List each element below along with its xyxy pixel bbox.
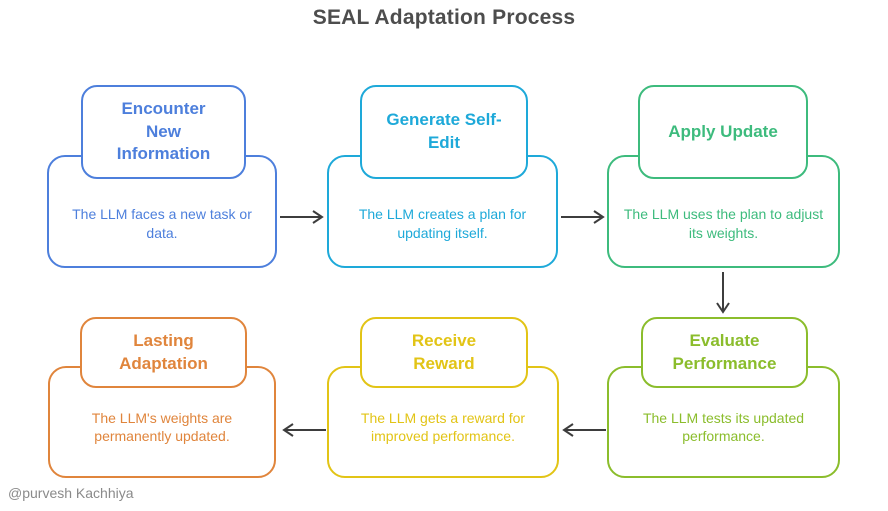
- arrow-right-icon: [280, 210, 324, 224]
- step-title-box: Receive Reward: [360, 317, 528, 388]
- arrow-left-icon: [562, 423, 606, 437]
- step-title-box: Generate Self-Edit: [360, 85, 528, 179]
- step-description: The LLM faces a new task or data.: [72, 206, 252, 241]
- arrow-right-icon: [561, 210, 605, 224]
- step-title-box: Encounter New Information: [81, 85, 246, 179]
- step-description: The LLM gets a reward for improved perfo…: [360, 409, 526, 444]
- step-description: The LLM's weights are permanently update…: [91, 409, 233, 444]
- arrow-down-icon: [716, 272, 730, 314]
- step-description: The LLM tests its updated performance.: [642, 409, 805, 444]
- step-title-box: Lasting Adaptation: [80, 317, 247, 388]
- step-title-box: Evaluate Performance: [641, 317, 808, 388]
- arrow-left-icon: [282, 423, 326, 437]
- step-description: The LLM creates a plan for updating itse…: [358, 206, 527, 241]
- step-description: The LLM uses the plan to adjust its weig…: [623, 206, 824, 241]
- page-title: SEAL Adaptation Process: [312, 6, 576, 29]
- step-title-box: Apply Update: [638, 85, 808, 179]
- watermark-credit: @purvesh Kachhiya: [8, 485, 134, 501]
